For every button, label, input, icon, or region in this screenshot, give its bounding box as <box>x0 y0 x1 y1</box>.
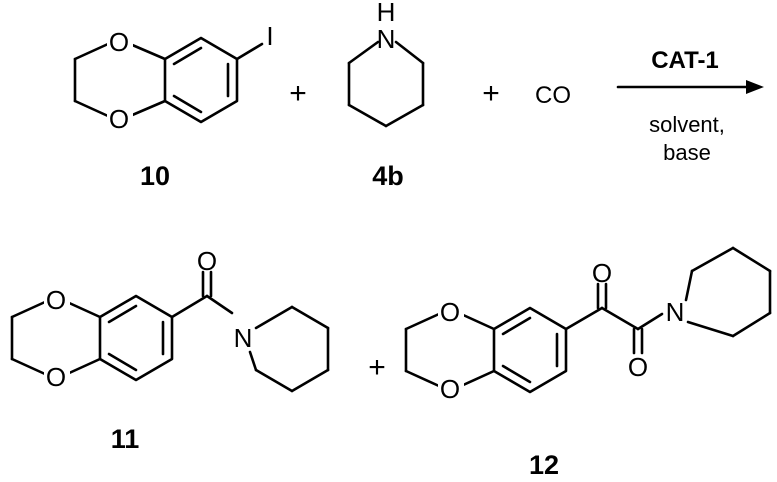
compound-10-structure: O O I <box>73 21 274 134</box>
compound-number-11: 11 <box>111 424 140 454</box>
oxygen-atom-label: O <box>46 285 66 315</box>
oxygen-atom-label: O <box>440 297 460 327</box>
catalyst-label: CAT-1 <box>651 47 719 74</box>
oxygen-atom-label: O <box>440 374 460 404</box>
nitrogen-atom-label: N <box>234 323 253 353</box>
compound-number-10: 10 <box>140 161 170 191</box>
nitrogen-atom-label: N <box>666 297 685 327</box>
nitrogen-atom-label: N <box>377 24 396 54</box>
compound-12-structure: O O O O N <box>404 246 772 404</box>
oxygen-atom-label: O <box>109 104 129 134</box>
oxygen-atom-label: O <box>197 246 217 276</box>
plus-sign: + <box>368 351 386 384</box>
carbon-monoxide-label: CO <box>535 82 571 109</box>
plus-sign: + <box>482 77 500 110</box>
compound-11-structure: O O O N <box>10 246 330 393</box>
oxygen-atom-label: O <box>592 258 612 288</box>
iodine-atom-label: I <box>266 21 273 51</box>
plus-sign: + <box>289 77 307 110</box>
condition-solvent-label: solvent, <box>649 112 725 137</box>
reaction-arrow <box>616 80 764 94</box>
compound-4b-structure: N H <box>347 0 425 128</box>
oxygen-atom-label: O <box>109 27 129 57</box>
oxygen-atom-label: O <box>46 362 66 392</box>
oxygen-atom-label: O <box>628 352 648 382</box>
compound-number-4b: 4b <box>372 161 404 191</box>
condition-base-label: base <box>663 140 711 165</box>
compound-number-12: 12 <box>529 450 559 480</box>
hydrogen-atom-label: H <box>377 0 396 27</box>
